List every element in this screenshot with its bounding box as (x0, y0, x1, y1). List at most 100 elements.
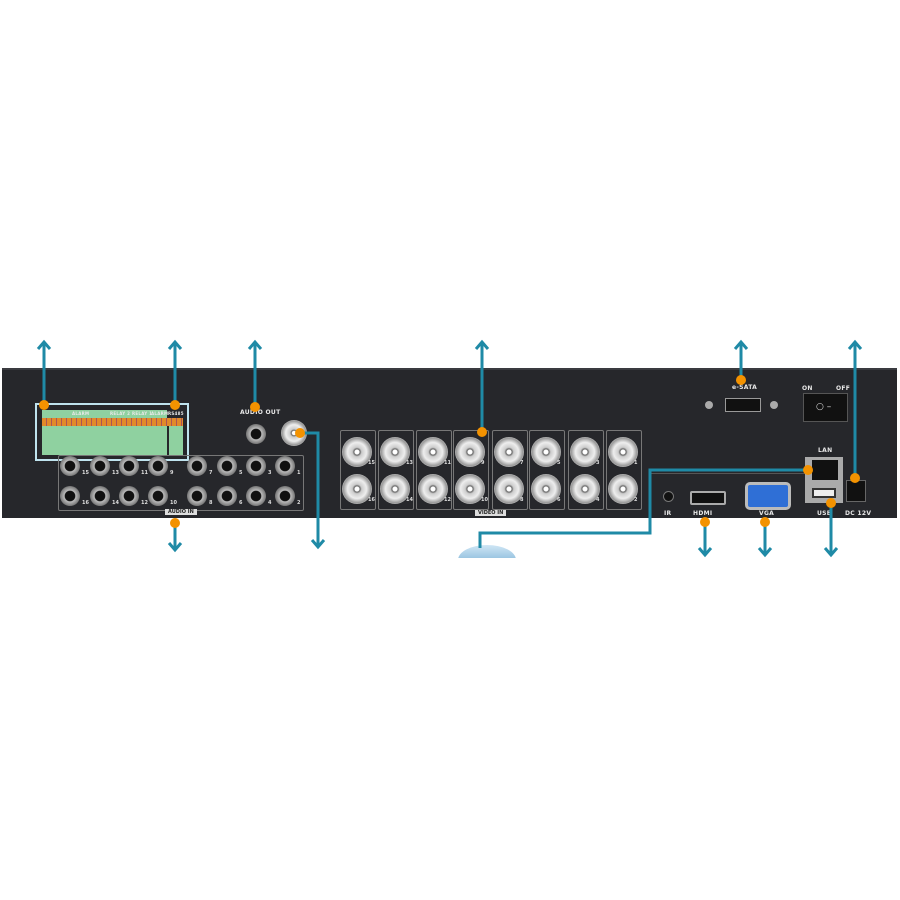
audio-in-number: 8 (209, 500, 213, 506)
alarm-label: ALARM (72, 411, 90, 416)
callout-lan-line (478, 468, 808, 548)
panel-step-line (650, 473, 810, 474)
audio-in-number: 12 (141, 500, 148, 506)
video-in-bnc-6[interactable] (531, 474, 561, 504)
rs485-label: RS485 (168, 411, 184, 416)
callout-audio-in-dot (170, 518, 180, 528)
audio-in-jack-1[interactable] (275, 456, 295, 476)
video-in-bnc-2[interactable] (608, 474, 638, 504)
hdmi-port[interactable] (690, 491, 726, 505)
audio-in-number: 13 (112, 470, 119, 476)
audio-out-jack[interactable] (246, 424, 266, 444)
video-in-bnc-16[interactable] (342, 474, 372, 504)
ir-label: IR (664, 510, 672, 517)
audio-in-jack-4[interactable] (246, 486, 266, 506)
audio-in-jack-12[interactable] (119, 486, 139, 506)
audio-in-number: 7 (209, 470, 213, 476)
video-in-number: 11 (444, 460, 451, 466)
audio-in-number: 6 (239, 500, 243, 506)
video-in-bnc-7[interactable] (494, 437, 524, 467)
video-in-number: 13 (406, 460, 413, 466)
callout-audio-out-dot (250, 402, 260, 412)
terminal-highlight-box (35, 403, 189, 461)
callout-audio-out-arrow-icon (247, 339, 263, 350)
audio-in-jack-9[interactable] (148, 456, 168, 476)
video-in-bnc-11[interactable] (418, 437, 448, 467)
video-in-number: 3 (596, 460, 600, 466)
audio-in-number: 11 (141, 470, 148, 476)
video-in-bnc-1[interactable] (608, 437, 638, 467)
video-in-group (416, 430, 452, 510)
video-in-group (378, 430, 414, 510)
screw-icon (770, 401, 778, 409)
white-cover (440, 558, 540, 588)
audio-in-number: 2 (297, 500, 301, 506)
video-in-number: 10 (481, 497, 488, 503)
alarm2-label: ALARM (151, 411, 169, 416)
video-in-number: 7 (520, 460, 524, 466)
audio-in-jack-14[interactable] (90, 486, 110, 506)
video-in-group (568, 430, 604, 510)
off-label: OFF (836, 385, 851, 392)
ir-port[interactable] (663, 491, 674, 502)
audio-in-jack-2[interactable] (275, 486, 295, 506)
callout-video-in-arrow-icon (474, 339, 490, 350)
relay2-label: RELAY 2 (110, 411, 131, 416)
video-in-bnc-10[interactable] (455, 474, 485, 504)
audio-in-jack-7[interactable] (187, 456, 207, 476)
video-in-bnc-5[interactable] (531, 437, 561, 467)
video-in-bnc-4[interactable] (570, 474, 600, 504)
audio-in-jack-10[interactable] (148, 486, 168, 506)
relay1-label: RELAY 1 (132, 411, 153, 416)
audio-in-jack-11[interactable] (119, 456, 139, 476)
video-in-bnc-14[interactable] (380, 474, 410, 504)
esata-port[interactable] (725, 398, 761, 412)
vga-label: VGA (759, 510, 775, 517)
video-in-bnc-15[interactable] (342, 437, 372, 467)
audio-in-jack-8[interactable] (187, 486, 207, 506)
audio-in-jack-6[interactable] (217, 486, 237, 506)
audio-in-number: 3 (268, 470, 272, 476)
usb-port[interactable] (812, 488, 836, 498)
callout-hdmi-arrow-icon (697, 547, 713, 558)
video-in-group (453, 430, 489, 510)
video-in-label: VIDEO IN (475, 510, 507, 516)
vga-port[interactable] (745, 482, 791, 510)
audio-in-jack-16[interactable] (60, 486, 80, 506)
audio-in-jack-3[interactable] (246, 456, 266, 476)
callout-audio-in-arrow-icon (167, 542, 183, 553)
callout-spot-out-line (300, 431, 320, 547)
callout-lan-dot (803, 465, 813, 475)
power-switch[interactable]: ○ – (803, 393, 848, 422)
esata-label: e-SATA (732, 384, 758, 391)
audio-in-jack-13[interactable] (90, 456, 110, 476)
video-in-group (492, 430, 528, 510)
video-in-bnc-8[interactable] (494, 474, 524, 504)
usb-label: USB (817, 510, 832, 517)
callout-spot-out-dot (295, 428, 305, 438)
callout-rs485-arrow-icon (167, 339, 183, 350)
audio-in-jack-5[interactable] (217, 456, 237, 476)
audio-in-jack-15[interactable] (60, 456, 80, 476)
callout-spot-out-arrow-icon (310, 539, 326, 550)
video-in-number: 1 (634, 460, 638, 466)
video-in-number: 12 (444, 497, 451, 503)
video-in-number: 8 (520, 497, 524, 503)
video-in-number: 5 (557, 460, 561, 466)
video-in-bnc-12[interactable] (418, 474, 448, 504)
video-in-bnc-9[interactable] (455, 437, 485, 467)
audio-in-number: 5 (239, 470, 243, 476)
video-in-number: 9 (481, 460, 485, 466)
audio-in-number: 16 (82, 500, 89, 506)
video-in-bnc-13[interactable] (380, 437, 410, 467)
audio-in-number: 1 (297, 470, 301, 476)
video-in-bnc-3[interactable] (570, 437, 600, 467)
alarm-terminal-block (42, 410, 167, 455)
audio-in-number: 14 (112, 500, 119, 506)
terminal-screws (42, 418, 183, 426)
lan-port[interactable] (812, 460, 838, 480)
video-in-number: 6 (557, 497, 561, 503)
callout-usb-dot (826, 498, 836, 508)
